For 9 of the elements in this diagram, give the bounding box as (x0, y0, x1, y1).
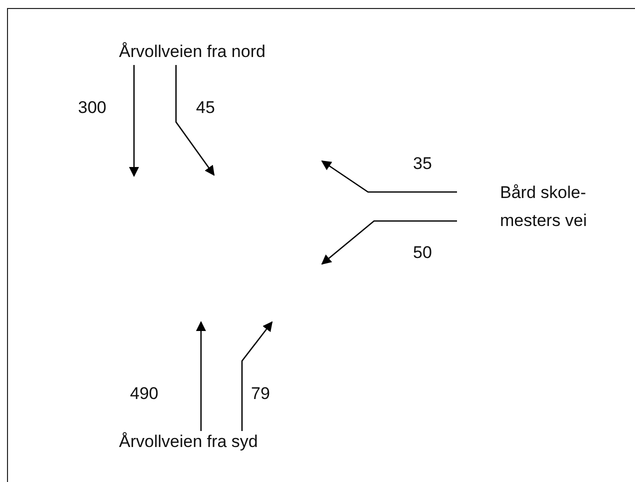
arrow (196, 321, 206, 431)
arrow (321, 160, 457, 193)
road-label: Årvollveien fra nord (119, 42, 299, 62)
arrow (129, 65, 139, 177)
arrow (241, 321, 273, 431)
road-label: Årvollveien fra syd (119, 432, 294, 452)
arrow (175, 65, 215, 176)
road-label: Bård skole- mesters vei (457, 179, 615, 235)
arrow (321, 220, 457, 265)
